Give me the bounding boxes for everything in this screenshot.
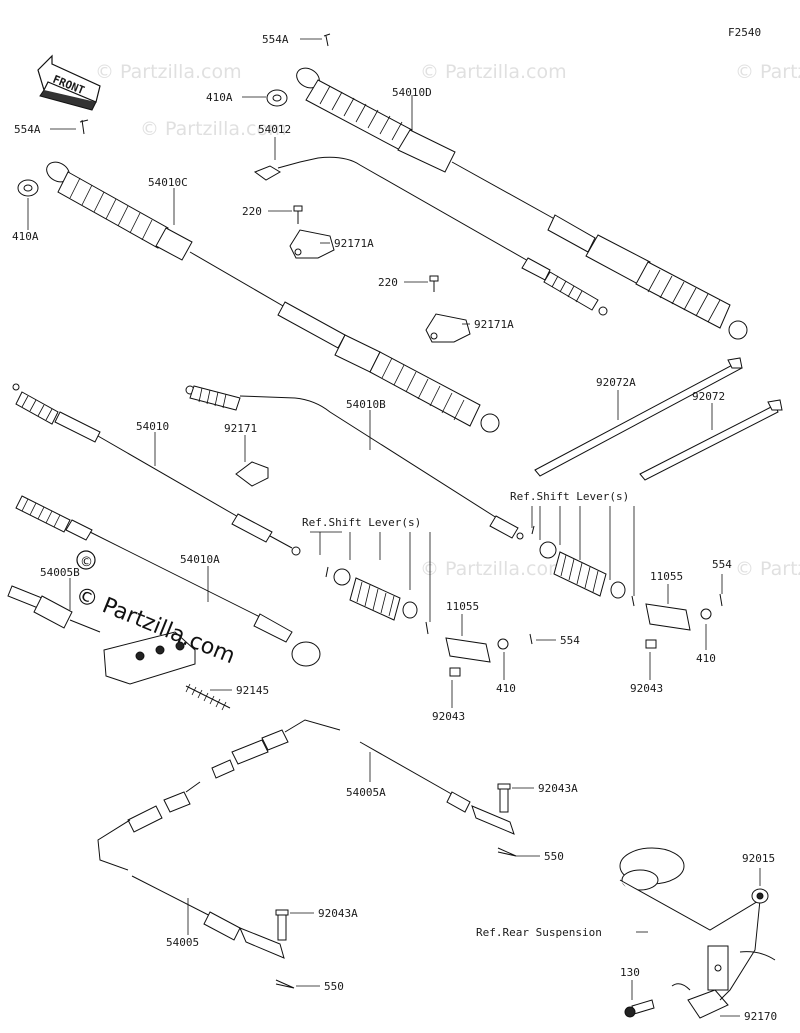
ref-shift-lever: Ref.Shift Lever(s) [510,490,629,503]
callout-554: 554 [560,634,580,647]
callout-92043: 92043 [630,682,663,695]
shift-lever-group-b [531,525,723,649]
callout-410: 410 [696,652,716,665]
nut-92015 [751,888,769,904]
cable-tie-92072 [639,399,783,481]
figure-code: F2540 [728,26,761,39]
bolt-220-b [429,275,439,292]
callout-54010b: 54010B [346,398,386,411]
callout-labels: 554A 410A 54010D 54012 554A 54010C 410A … [12,33,777,1023]
watermark: © Partzilla.com [140,118,287,140]
callout-54010d: 54010D [392,86,432,99]
cable-54005 [97,781,285,959]
callout-54005a: 54005A [346,786,386,799]
washer-410a-top [266,89,288,107]
cable-54010a [15,495,321,667]
callout-92043a: 92043A [318,907,358,920]
cable-tie-92072a [534,357,743,477]
leader-lines [27,38,761,1017]
cable-54010d [296,67,748,340]
callout-92171: 92171 [224,422,257,435]
watermark: © Partzilla.com [420,61,567,83]
callout-130: 130 [620,966,640,979]
ref-rear-suspension: Ref.Rear Suspension [476,926,602,939]
clip-550-a [497,847,517,857]
callout-410a: 410A [206,91,233,104]
callout-54005: 54005 [166,936,199,949]
front-arrow-icon: FRONT [37,54,101,111]
callout-92170: 92170 [744,1010,777,1023]
bolt-130 [624,999,655,1018]
callout-554a: 554A [262,33,289,46]
ref-shift-lever: Ref.Shift Lever(s) [302,516,421,529]
watermark: © Partzilla.com [420,558,567,580]
cable-54012 [253,156,608,316]
callout-220: 220 [242,205,262,218]
shift-lever-group-a [325,566,533,677]
cable-54005a [211,719,515,835]
callout-92145: 92145 [236,684,269,697]
callout-11055: 11055 [446,600,479,613]
callout-550: 550 [544,850,564,863]
watermark-layer: © Partzilla.com © Partzilla.com © Partzi… [95,61,800,580]
holder-92171a-a [289,229,335,259]
pin-92043a-b [275,909,289,941]
callout-92043a: 92043A [538,782,578,795]
washer-410a-left [17,179,39,197]
cable-54010b [185,385,524,540]
callout-54010a: 54010A [180,553,220,566]
callout-92043: 92043 [432,710,465,723]
callout-92015: 92015 [742,852,775,865]
rear-suspension-arm [619,847,776,1001]
callout-92171a: 92171A [474,318,514,331]
clip-92170 [671,983,729,1019]
bolt-220-a [293,205,303,224]
spring-92145 [185,683,231,711]
clip-554a-left [79,119,89,135]
clip-92171 [235,461,269,487]
watermark: © Partzilla.com [95,61,242,83]
callout-54012: 54012 [258,123,291,136]
cable-54010c [46,161,500,433]
clip-554a-top [323,33,331,47]
svg-text:©: © [80,555,93,570]
cable-54010 [12,383,301,556]
callout-54010c: 54010C [148,176,188,189]
callout-92072a: 92072A [596,376,636,389]
cable-54005b [7,585,196,685]
callout-11055: 11055 [650,570,683,583]
pin-92043a-a [497,783,511,813]
callout-550: 550 [324,980,344,993]
callout-92171a: 92171A [334,237,374,250]
callout-554a: 554A [14,123,41,136]
clip-550-b [275,979,295,989]
callout-554: 554 [712,558,732,571]
watermark: © Partzilla.com [735,61,800,83]
watermark: © Partzilla.com [735,558,800,580]
callout-54005b: 54005B [40,566,80,579]
callout-54010: 54010 [136,420,169,433]
callout-410a: 410A [12,230,39,243]
callout-410: 410 [496,682,516,695]
callout-92072: 92072 [692,390,725,403]
callout-220: 220 [378,276,398,289]
holder-92171a-b [425,313,471,343]
